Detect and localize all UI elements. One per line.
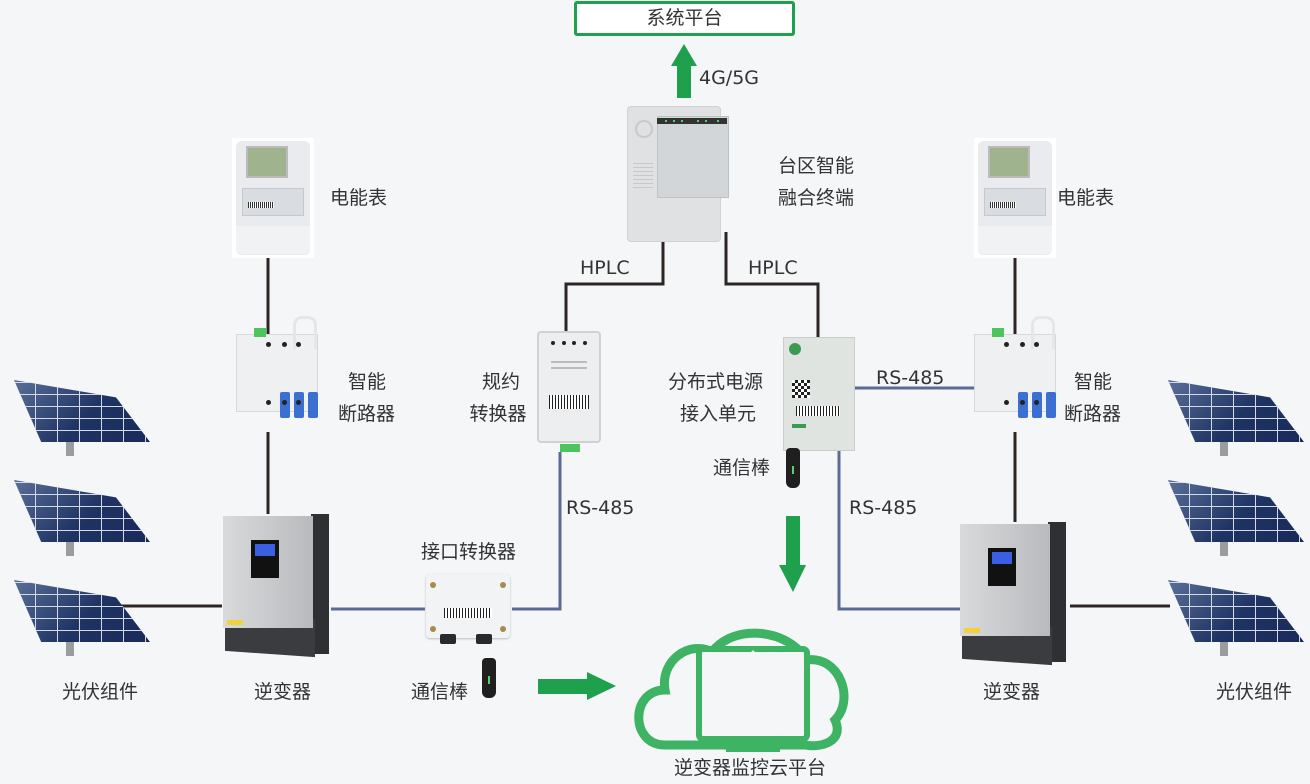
cloud-platform-label: 逆变器监控云平台 [673,757,826,779]
warning-icon [964,628,980,633]
hplc-right-label: HPLC [748,257,798,279]
left-pv-panel-2 [14,480,150,566]
uplink-label: 4G/5G [699,67,760,89]
rs485-dpu-inverter-line [837,444,960,611]
hplc-right-line [724,232,820,338]
rs485-iface-protocol-line [512,452,562,611]
fusion-terminal-label-1: 台区智能 [778,155,855,177]
fusion-terminal-label-2: 融合终端 [778,187,855,209]
left-inverter-device [223,512,335,658]
right-pv-label: 光伏组件 [1216,681,1293,703]
right-meter-device [974,138,1056,258]
left-pv-label: 光伏组件 [62,681,139,703]
logo-icon [635,120,653,138]
protocol-converter-device [537,331,601,443]
rs485-dpu-inverter-label: RS-485 [849,497,918,519]
comm-stick-icon [786,448,800,488]
dpu-device [783,337,855,451]
left-breaker-device [236,316,328,418]
logo-icon [789,343,801,355]
right-inverter-device [960,520,1072,666]
right-meter-label: 电能表 [1057,187,1115,209]
interface-converter-device [426,570,510,644]
dpu-label-1: 分布式电源 [668,371,764,393]
warning-icon [227,620,243,625]
right-pv-panel-3 [1168,580,1304,666]
comm-stick-left-label: 通信棒 [411,681,469,703]
protocol-converter-label-1: 规约 [481,371,520,393]
right-arrow-icon [538,672,616,700]
right-breaker-label-1: 智能 [1074,371,1113,393]
monitor-icon [696,646,810,752]
right-inverter-label: 逆变器 [983,681,1041,703]
left-meter-device [232,138,314,258]
system-platform-label: 系统平台 [646,7,723,29]
left-pv-panel-3 [14,580,150,666]
terminal-block [560,444,580,452]
cloud-monitor-icon [634,628,849,751]
dpu-label-2: 接入单元 [680,403,757,425]
left-breaker-label-2: 断路器 [338,403,396,425]
left-pv-panel-1 [14,380,150,466]
fusion-terminal-device [627,106,729,242]
right-breaker-label-2: 断路器 [1064,403,1122,425]
comm-stick-right-label: 通信棒 [713,457,771,479]
right-pv-panel-1 [1168,380,1304,466]
rs485-converter-label: RS-485 [566,497,635,519]
protocol-converter-label-2: 转换器 [469,403,527,425]
down-arrow-icon [779,516,806,592]
left-breaker-label-1: 智能 [348,371,387,393]
comm-stick-icon [482,658,496,698]
right-pv-panel-2 [1168,480,1304,566]
system-platform-box: 系统平台 [574,1,795,36]
qr-code-icon [792,380,810,398]
hplc-left-label: HPLC [580,257,630,279]
left-meter-label: 电能表 [330,187,388,209]
left-inverter-label: 逆变器 [254,681,312,703]
hplc-left-line [564,232,665,332]
uplink-arrow-icon [671,44,697,98]
right-breaker-device [974,316,1066,418]
interface-converter-label: 接口转换器 [421,541,517,563]
rs485-dpu-breaker-label: RS-485 [876,367,945,389]
